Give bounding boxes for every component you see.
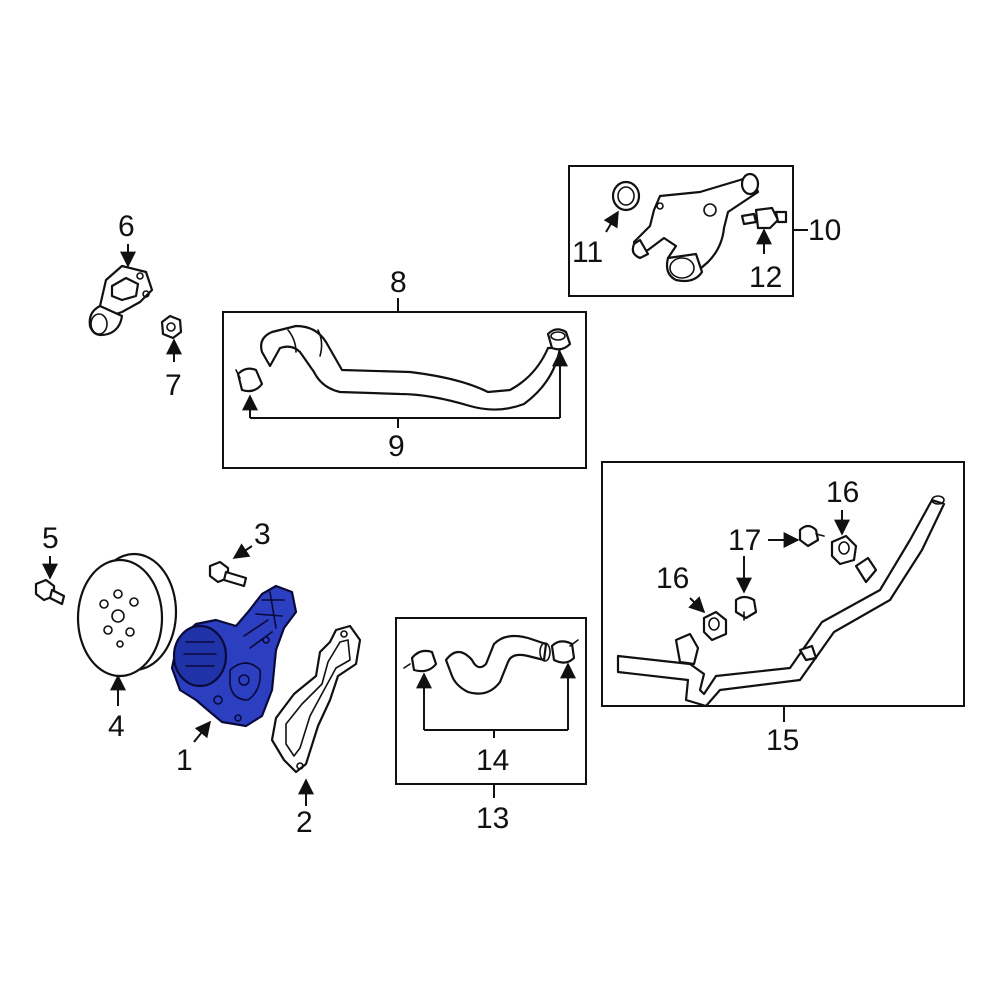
leader-1 xyxy=(193,720,211,743)
callout-17: 17 xyxy=(728,524,761,557)
part-12-temperature-sensor[interactable] xyxy=(740,206,788,230)
part-1-water-pump[interactable] xyxy=(170,584,298,728)
kit-box-8 xyxy=(222,311,587,469)
callout-12: 12 xyxy=(749,261,782,294)
part-10-water-outlet[interactable] xyxy=(631,172,760,283)
part-17-clip-lower[interactable] xyxy=(734,595,758,621)
part-16-grommet-lower[interactable] xyxy=(702,610,728,642)
callout-2: 2 xyxy=(296,806,313,839)
callout-5: 5 xyxy=(42,522,59,555)
callout-8: 8 xyxy=(390,266,407,299)
callout-16-upper: 16 xyxy=(826,476,859,509)
part-13-hose[interactable] xyxy=(444,634,551,695)
callout-14: 14 xyxy=(476,744,509,777)
part-6-thermostat-housing[interactable] xyxy=(88,264,154,337)
kit-box-13 xyxy=(395,617,587,785)
callout-9: 9 xyxy=(388,430,405,463)
part-14-hose-clamp-right[interactable] xyxy=(550,639,579,664)
part-14-hose-clamp-left[interactable] xyxy=(403,649,438,673)
part-3-bolt[interactable] xyxy=(208,560,248,588)
part-11-o-ring[interactable] xyxy=(611,180,641,212)
callout-13: 13 xyxy=(476,802,509,835)
part-9-hose-clamp[interactable] xyxy=(235,367,264,393)
part-8-upper-hose[interactable] xyxy=(260,324,572,411)
callout-16-lower: 16 xyxy=(656,562,689,595)
callout-1: 1 xyxy=(176,744,193,777)
part-5-bolt[interactable] xyxy=(34,578,66,606)
part-15-bypass-pipe[interactable] xyxy=(616,495,946,708)
part-7-nut[interactable] xyxy=(160,314,183,340)
part-17-clip-upper[interactable] xyxy=(798,524,825,548)
callout-7: 7 xyxy=(165,369,182,402)
part-4-pulley[interactable] xyxy=(76,552,178,678)
callout-15: 15 xyxy=(766,724,799,757)
callout-3: 3 xyxy=(254,518,271,551)
water-pump-body xyxy=(170,584,298,728)
part-16-grommet-upper[interactable] xyxy=(830,534,858,566)
part-2-gasket[interactable] xyxy=(270,624,362,774)
leader-16-lower xyxy=(688,596,706,614)
leader-3 xyxy=(232,543,253,559)
callout-6: 6 xyxy=(118,210,135,243)
callout-10: 10 xyxy=(808,214,841,247)
callout-11: 11 xyxy=(572,236,603,269)
callout-4: 4 xyxy=(108,710,125,743)
leader-11 xyxy=(603,210,619,233)
